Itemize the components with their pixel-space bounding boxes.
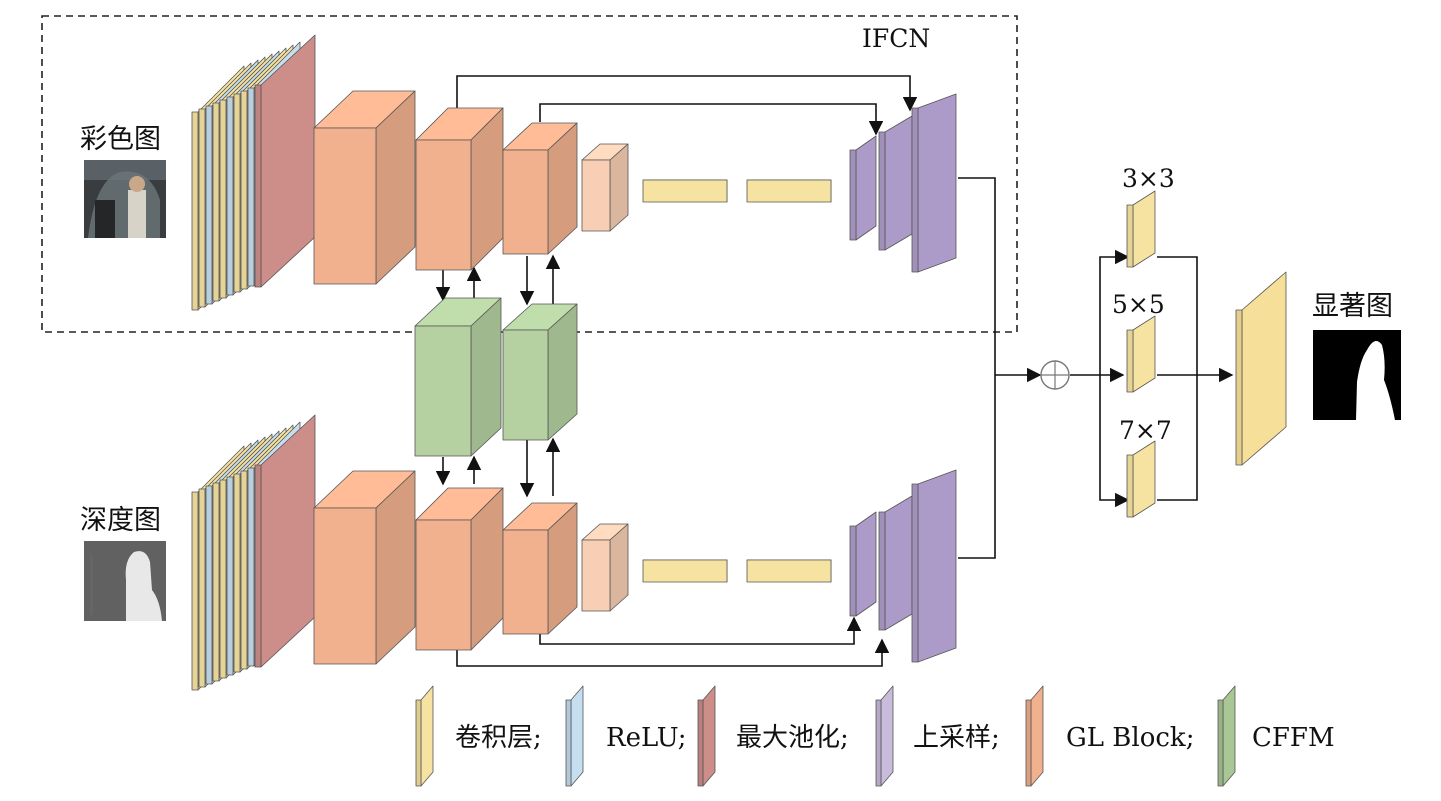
- rgb-input-label: 彩色图: [80, 124, 161, 155]
- conv-7x7-branch: [1126, 440, 1156, 518]
- rgb-gl-block-4: [581, 143, 629, 232]
- legend-swatch-relu: [565, 685, 584, 787]
- depth-bottleneck-2: [746, 559, 832, 583]
- rgb-bottleneck-2: [746, 179, 832, 203]
- saliency-output-label: 显著图: [1312, 291, 1393, 322]
- legend-item-gl: GL Block;: [1025, 685, 1194, 787]
- legend-swatch-gl: [1025, 685, 1044, 787]
- legend-label-relu: ReLU;: [606, 723, 687, 753]
- connections: [435, 75, 1234, 667]
- depth-gl-block-1: [313, 470, 416, 665]
- legend-swatch-cffm: [1217, 685, 1236, 787]
- legend-label-conv: 卷积层;: [455, 723, 542, 753]
- legend-swatch-up: [875, 685, 894, 787]
- rgb-upsample-3: [911, 93, 957, 273]
- depth-upsample-2: [878, 495, 913, 631]
- legend: 卷积层; ReLU; 最大池化; 上采样; GL Block; CFFM: [415, 685, 1335, 787]
- legend-item-cffm: CFFM: [1217, 685, 1335, 787]
- depth-upsample-1: [849, 511, 877, 617]
- ifcn-label: IFCN: [862, 24, 930, 53]
- rgb-gl-block-1: [313, 90, 416, 285]
- rgb-bottleneck-1: [642, 179, 728, 203]
- legend-label-pool: 最大池化;: [736, 723, 849, 753]
- conv-5x5-branch: [1126, 315, 1156, 393]
- depth-upsample-3: [911, 469, 957, 663]
- rgb-gl-block-2: [415, 107, 504, 271]
- kernel-3-label: 3×3: [1122, 164, 1175, 193]
- legend-item-up: 上采样;: [875, 685, 1000, 787]
- output-conv-layer: [1235, 271, 1287, 466]
- kernel-7-label: 7×7: [1119, 416, 1172, 445]
- legend-item-pool: 最大池化;: [697, 685, 849, 787]
- rgb-upsample-1: [849, 135, 877, 241]
- depth-input-thumbnail: [84, 541, 166, 621]
- depth-gl-block-3: [502, 502, 578, 635]
- legend-label-gl: GL Block;: [1066, 723, 1194, 753]
- rgb-upsample-2: [878, 115, 913, 251]
- legend-label-cffm: CFFM: [1252, 723, 1335, 753]
- depth-maxpool-layer: [254, 414, 316, 668]
- cffm-module-2: [502, 303, 578, 441]
- rgb-gl-block-3: [502, 122, 578, 255]
- depth-gl-block-2: [415, 487, 504, 651]
- fusion-add-node: [1040, 360, 1070, 390]
- cffm-module-1: [414, 297, 502, 457]
- legend-item-conv: 卷积层;: [415, 685, 542, 787]
- legend-label-up: 上采样;: [913, 723, 1000, 753]
- kernel-5-label: 5×5: [1112, 290, 1165, 319]
- legend-item-relu: ReLU;: [565, 685, 687, 787]
- rgb-input-thumbnail: [84, 160, 166, 238]
- legend-swatch-pool: [697, 685, 716, 787]
- saliency-output-thumbnail: [1313, 330, 1401, 420]
- depth-bottleneck-1: [642, 559, 728, 583]
- depth-gl-block-4: [581, 523, 629, 612]
- conv-3x3-branch: [1126, 190, 1156, 268]
- network-blocks: [191, 34, 1287, 691]
- legend-swatch-conv: [415, 685, 434, 787]
- depth-input-label: 深度图: [80, 505, 161, 536]
